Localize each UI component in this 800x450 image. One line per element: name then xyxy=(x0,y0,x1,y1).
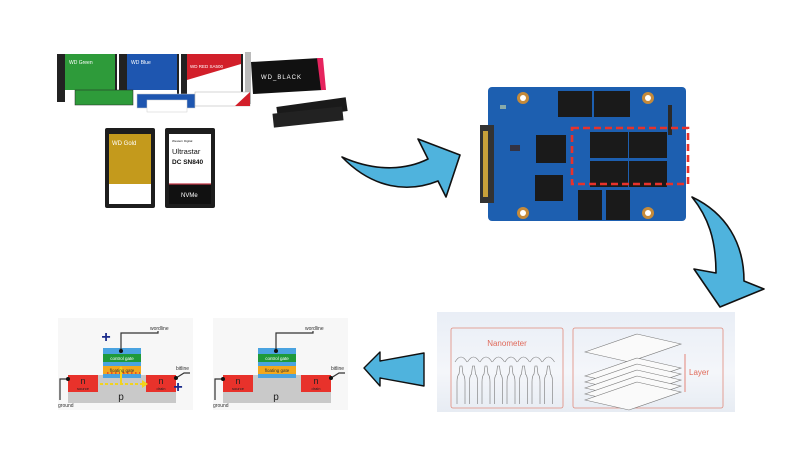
nand-highlight-box xyxy=(570,126,690,186)
wd-gold-drive: WD Gold xyxy=(105,128,155,208)
floating-gate-label: floating gate xyxy=(265,368,290,373)
memory-cell xyxy=(531,365,541,404)
nand-layer xyxy=(583,333,683,363)
memory-cell xyxy=(544,365,553,404)
planar-nand-box xyxy=(450,327,564,409)
wd-black-label: WD_BLACK xyxy=(261,75,302,81)
arrow-left-icon xyxy=(360,348,430,390)
wd-black-card: WD_BLACK xyxy=(245,52,326,104)
transistor-programming: wordline bitline ground control gate flo… xyxy=(58,318,193,410)
arrow-right-curved-icon xyxy=(338,133,463,208)
cell-arc xyxy=(479,356,493,363)
3d-nand-box xyxy=(572,327,724,409)
nvme-badge: NVMe xyxy=(181,193,198,199)
cell-arc xyxy=(517,356,530,363)
memory-cell xyxy=(481,365,491,404)
wd-gold-label: WD Gold xyxy=(112,141,136,147)
arrow-down-curved-icon xyxy=(686,193,781,308)
cell-arc xyxy=(492,356,505,363)
drain-plus-icon: + xyxy=(173,379,182,396)
drain-n-label: n xyxy=(158,376,163,386)
cell-arc xyxy=(504,356,518,363)
cell-arc xyxy=(467,356,480,363)
ultrastar-label: Ultrastar xyxy=(172,147,201,156)
cell-arc xyxy=(542,356,555,363)
memory-cell xyxy=(469,365,478,404)
cell-arc xyxy=(454,356,468,363)
control-gate-label: control gate xyxy=(265,356,289,361)
cell-arc xyxy=(529,356,543,363)
source-n-label: n xyxy=(80,376,85,386)
planar-cells xyxy=(454,356,555,404)
stacked-layers xyxy=(583,333,683,411)
source-n-label: n xyxy=(235,376,240,386)
wd-green-label: WD Green xyxy=(69,60,93,66)
ssd-pcb-board xyxy=(480,85,695,225)
ssd-product-collage: WD Green WD Blue WD RED SA500 WD_BLACK xyxy=(55,50,355,220)
ground-label: ground xyxy=(58,403,74,409)
nand-structure-panel: Nanometer Layer xyxy=(437,312,735,412)
drain-label: drain xyxy=(312,386,321,391)
layer-label: Layer xyxy=(689,368,709,377)
gate-plus-icon: + xyxy=(101,329,110,346)
memory-cell xyxy=(519,365,528,404)
memory-cell xyxy=(506,365,516,404)
ultrastar-brand: Western Digital xyxy=(172,139,193,143)
floating-gate-label: floating gate xyxy=(110,368,135,373)
substrate-label: p xyxy=(273,392,279,403)
drain-n-label: n xyxy=(313,376,318,386)
wd-green-drive: WD Green xyxy=(57,54,117,102)
nanometer-label: Nanometer xyxy=(487,339,527,348)
memory-cell xyxy=(456,365,466,404)
ultrastar-drive: Western Digital Ultrastar DC SN840 NVMe xyxy=(165,128,215,208)
nand-layer xyxy=(583,381,683,411)
wordline-label: wordline xyxy=(305,326,324,332)
control-gate-label: control gate xyxy=(110,356,134,361)
wd-red-label: WD RED SA500 xyxy=(190,64,224,69)
ground-label: ground xyxy=(213,403,229,409)
drain-label: drain xyxy=(157,386,166,391)
transistor-idle: wordline bitline ground control gate flo… xyxy=(213,318,348,410)
bitline-label: bitline xyxy=(331,366,344,372)
wd-blue-label: WD Blue xyxy=(131,60,151,66)
source-label: source xyxy=(232,386,245,391)
wordline-label: wordline xyxy=(150,326,169,332)
source-label: source xyxy=(77,386,90,391)
m2-drives xyxy=(74,89,348,128)
bitline-label: bitline xyxy=(176,366,189,372)
substrate-label: p xyxy=(118,392,124,403)
ultrastar-model: DC SN840 xyxy=(172,159,203,166)
memory-cell xyxy=(494,365,503,404)
